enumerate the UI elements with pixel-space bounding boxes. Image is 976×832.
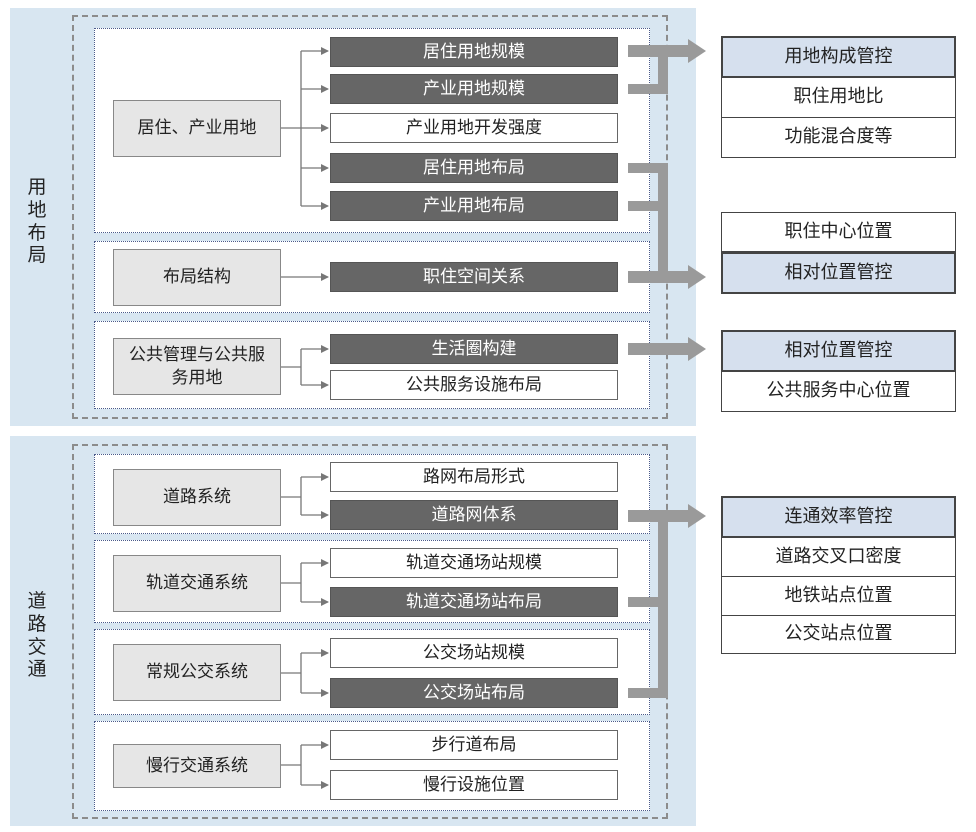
item-residential-land-layout: 居住用地布局 — [330, 153, 618, 183]
item-industrial-land-layout: 产业用地布局 — [330, 191, 618, 221]
control-connectivity-item: 道路交叉口密度 — [721, 538, 956, 577]
control-relative-position-title: 相对位置管控 — [721, 252, 956, 294]
section-label-land-use: 用地布局 — [27, 176, 47, 267]
control-land-composition-item: 功能混合度等 — [721, 118, 956, 158]
control-connectivity-item: 地铁站点位置 — [721, 577, 956, 616]
item-slow-traffic-facility-location: 慢行设施位置 — [330, 770, 618, 800]
category-road-system: 道路系统 — [113, 469, 281, 526]
item-rail-station-scale: 轨道交通场站规模 — [330, 548, 618, 578]
item-pedestrian-path-layout: 步行道布局 — [330, 730, 618, 760]
item-industrial-land-scale: 产业用地规模 — [330, 74, 618, 104]
item-life-circle-construction: 生活圈构建 — [330, 334, 618, 364]
control-connectivity-title: 连通效率管控 — [721, 496, 956, 538]
section-label-traffic: 道路交通 — [27, 590, 47, 681]
item-bus-station-scale: 公交场站规模 — [330, 638, 618, 668]
control-relative-position-item: 职住中心位置 — [721, 212, 956, 252]
category-layout-structure: 布局结构 — [113, 249, 281, 306]
item-road-network-system: 道路网体系 — [330, 500, 618, 530]
control-land-composition-title: 用地构成管控 — [721, 36, 956, 78]
item-industrial-development-intensity: 产业用地开发强度 — [330, 113, 618, 143]
control-land-composition-item: 职住用地比 — [721, 78, 956, 118]
item-residential-land-scale: 居住用地规模 — [330, 37, 618, 67]
control-relative-position-public-title: 相对位置管控 — [721, 330, 956, 372]
item-road-network-layout-form: 路网布局形式 — [330, 462, 618, 492]
control-relative-position-public-item: 公共服务中心位置 — [721, 372, 956, 412]
category-slow-traffic: 慢行交通系统 — [113, 744, 281, 788]
category-rail-system: 轨道交通系统 — [113, 555, 281, 612]
item-bus-station-layout: 公交场站布局 — [330, 678, 618, 708]
item-public-service-facility-layout: 公共服务设施布局 — [330, 370, 618, 400]
item-job-housing-spatial-relation: 职住空间关系 — [330, 262, 618, 292]
category-bus-system: 常规公交系统 — [113, 644, 281, 701]
category-residential-industrial: 居住、产业用地 — [113, 100, 281, 157]
category-public-service: 公共管理与公共服务用地 — [113, 338, 281, 395]
item-rail-station-layout: 轨道交通场站布局 — [330, 587, 618, 617]
control-connectivity-item: 公交站点位置 — [721, 616, 956, 654]
